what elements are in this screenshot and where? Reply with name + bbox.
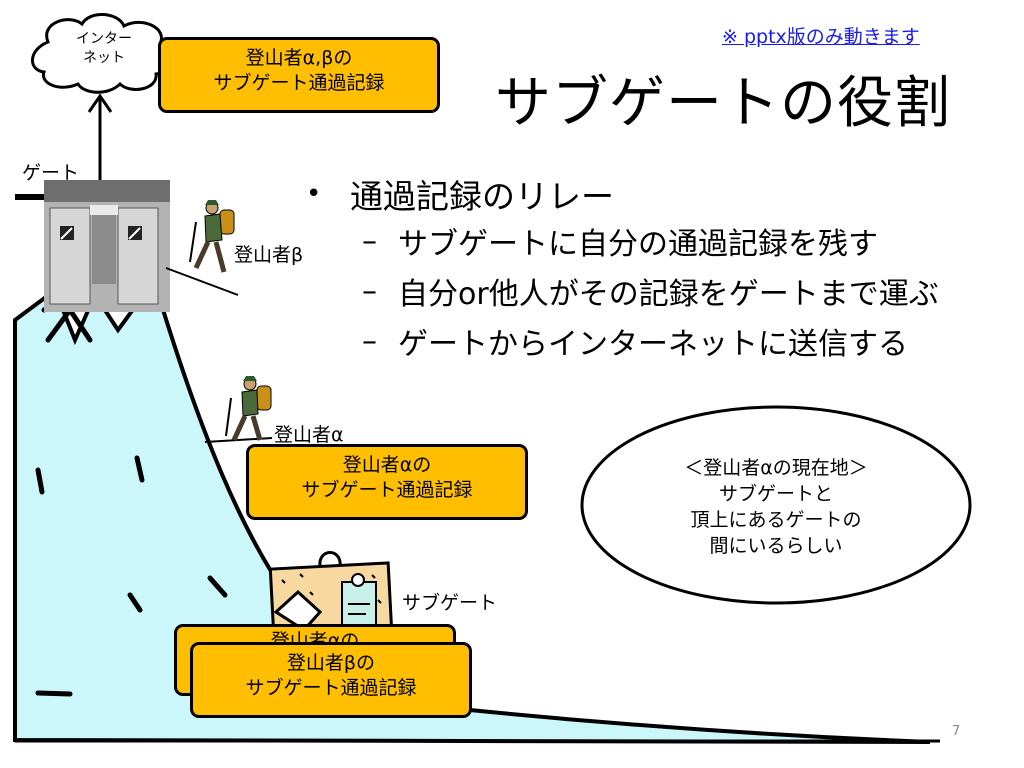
- record-line-1: 登山者α,βの: [245, 47, 353, 69]
- bullet-sub-text: ゲートからインターネットに送信する: [398, 327, 908, 362]
- record-line-2: サブゲート通過記録: [245, 677, 417, 699]
- record-card-top: 登山者α,βの サブゲート通過記録: [158, 37, 440, 113]
- bubble-line-3: 頂上にあるゲートの: [690, 509, 862, 531]
- record-line-1: 登山者αの: [342, 454, 432, 476]
- climber-beta-label: 登山者β: [234, 244, 304, 266]
- record-card-alpha: 登山者αの サブゲート通過記録: [246, 444, 528, 520]
- climber-alpha-figure: [204, 376, 273, 443]
- bullet-main-text: 通過記録のリレー: [350, 177, 614, 216]
- page-title: サブゲートの役割: [495, 71, 951, 136]
- subgate-board: [268, 551, 394, 641]
- location-bubble-text: ＜登山者αの現在地＞ サブゲートと 頂上にあるゲートの 間にいるらしい: [640, 455, 912, 559]
- subgate-label: サブゲート: [402, 592, 498, 614]
- bullet-sub: – ゲートからインターネットに送信する: [362, 316, 939, 366]
- location-bubble: [580, 405, 972, 605]
- record-line-1: 登山者βの: [286, 652, 376, 674]
- dash-icon: –: [362, 323, 377, 359]
- dash-icon: –: [362, 273, 377, 309]
- bullet-sub: – 自分or他人がその記録をゲートまで運ぶ: [362, 266, 939, 316]
- record-line-2: サブゲート通過記録: [301, 479, 473, 501]
- climber-beta-figure: [165, 200, 239, 296]
- bubble-line-4: 間にいるらしい: [709, 535, 843, 557]
- bullet-main: • 通過記録のリレー: [306, 172, 939, 216]
- bubble-line-2: サブゲートと: [718, 483, 833, 505]
- record-card-beta: 登山者βの サブゲート通過記録: [190, 642, 472, 718]
- bubble-line-1: ＜登山者αの現在地＞: [684, 457, 868, 479]
- page-number: 7: [952, 724, 961, 739]
- bullet-sub-text: サブゲートに自分の通過記録を残す: [398, 227, 878, 262]
- internet-cloud-label: インター ネット: [60, 30, 148, 68]
- record-line-2: サブゲート通過記録: [213, 72, 385, 94]
- gate-photo: [44, 180, 170, 312]
- bullet-sub-text: 自分or他人がその記録をゲートまで運ぶ: [398, 277, 939, 312]
- bullet-sub: – サブゲートに自分の通過記録を残す: [362, 216, 939, 266]
- dash-icon: –: [362, 223, 377, 259]
- cloud-line-2: ネット: [83, 50, 125, 66]
- climber-alpha-label: 登山者α: [274, 424, 344, 446]
- bullet-dot-icon: •: [306, 179, 322, 209]
- pptx-only-note-link[interactable]: ※ pptx版のみ動きます: [722, 26, 920, 48]
- cloud-line-1: インター: [76, 31, 132, 47]
- internet-cloud: [31, 13, 173, 94]
- gate-label: ゲート: [22, 162, 80, 184]
- bullet-list: • 通過記録のリレー – サブゲートに自分の通過記録を残す – 自分or他人がそ…: [306, 172, 939, 366]
